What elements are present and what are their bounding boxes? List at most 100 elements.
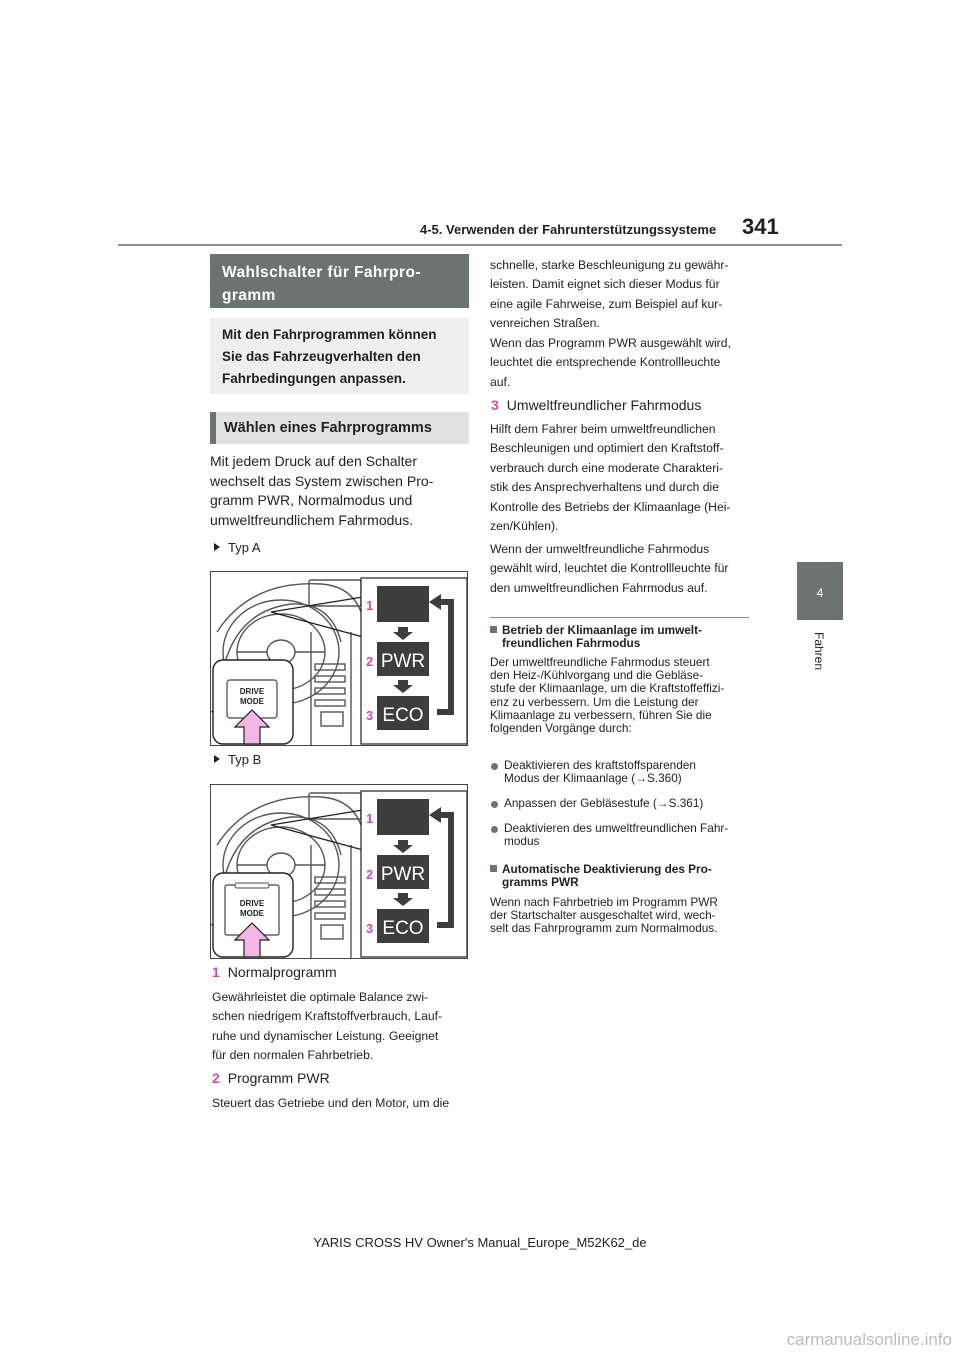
switch-label-drive: DRIVE [240, 687, 265, 696]
body-line: Der umweltfreundliche Fahrmodus steuert [490, 655, 710, 669]
section-title-line2: gramm [222, 287, 276, 304]
switch-label-mode: MODE [240, 909, 265, 918]
switch-label-mode: MODE [240, 697, 265, 706]
bullet-dot-icon [491, 826, 498, 833]
item-2-body-right: schnelle, starke Beschleunigung zu gewäh… [490, 256, 728, 334]
callout-1: 1 [366, 811, 373, 826]
body-line: gewählt wird, leuchtet die Kontrollleuch… [490, 561, 729, 576]
intro-line: Fahrbedingungen anpassen. [222, 371, 406, 386]
body-line: Hilft dem Fahrer beim umweltfreundlichen [490, 422, 716, 436]
body-line: Beschleunigen und optimiert den Kraftsto… [490, 441, 724, 456]
body-line: verbrauch durch eine moderate Charakteri… [490, 460, 724, 475]
bullet-dot-icon [491, 801, 498, 808]
body-line: enz zu verbessern. Um die Leistung der [490, 694, 699, 709]
dashboard-illustration-a: DRIVE MODE 1 2 PWR 3 ECO [211, 577, 467, 745]
item-title: Normalprogramm [227, 964, 337, 980]
item-3-note: Wenn der umweltfreundliche Fahrmodus gew… [490, 540, 728, 598]
down-arrow-icon [393, 893, 413, 906]
body-line: leuchtet die entsprechende Kontrollleuch… [490, 355, 721, 370]
item-title: Umweltfreundlicher Fahrmodus [506, 397, 702, 413]
item-3-body: Hilft dem Fahrer beim umweltfreundlichen… [490, 420, 730, 536]
body-line: selt das Fahrprogramm zum Normalmodus. [490, 921, 718, 936]
callout-2: 2 [366, 654, 373, 669]
press-arrow-icon [233, 922, 271, 958]
cycle-bracket [437, 812, 454, 928]
body-line: ruhe und dynamischer Leistung. Geeignet [212, 1028, 439, 1043]
section-title-line1: Wahlschalter für Fahrpro- [222, 264, 421, 281]
item-number: 1 [212, 964, 220, 980]
normal-indicator [377, 586, 429, 622]
chapter-name: Fahren [812, 632, 826, 671]
body-line: schen niedrigem Kraftstoffverbrauch, Lau… [212, 1009, 443, 1024]
press-arrow-icon [233, 709, 271, 745]
note-title: Betrieb der Klimaanlage im umwelt- [502, 623, 702, 637]
note-2-heading: Automatische Deaktivierung des Pro- gram… [490, 862, 712, 890]
body-line: den umweltfreundlichen Fahrmodus auf. [490, 580, 708, 595]
manual-footer: YARIS CROSS HV Owner's Manual_Europe_M52… [313, 1235, 647, 1250]
type-label-text: Typ B [228, 752, 262, 767]
intro-line: Sie das Fahrzeugverhalten den [222, 349, 421, 364]
bullet-item: Deaktivieren des kraftstoffsparenden Mod… [504, 758, 696, 786]
pwr-text: PWR [381, 651, 425, 672]
body-line: Kontrolle des Betriebs der Klimaanlage (… [490, 499, 731, 514]
type-a-label: Typ A [214, 540, 261, 555]
eco-text: ECO [382, 705, 423, 726]
triangle-bullet-icon [214, 543, 220, 551]
item-number: 3 [491, 397, 499, 413]
item-2-note: Wenn das Programm PWR ausgewählt wird, l… [490, 334, 731, 392]
body-line: schnelle, starke Beschleunigung zu gewäh… [490, 258, 729, 272]
square-bullet-icon [490, 865, 497, 872]
body-line: für den normalen Fahrbetrieb. [212, 1048, 374, 1063]
body-line: venreichen Straßen. [490, 316, 600, 331]
chapter-name-wrap: Fahren [812, 632, 864, 670]
callout-2: 2 [366, 867, 373, 882]
bullet-item: Deaktivieren des umweltfreundlichen Fahr… [504, 821, 729, 848]
square-bullet-icon [490, 626, 497, 633]
body-line: eine agile Fahrweise, zum Beispiel auf k… [490, 296, 723, 311]
note-1-body: Der umweltfreundliche Fahrmodus steuert … [490, 655, 724, 735]
intro-line: Mit den Fahrprogrammen können [222, 327, 437, 342]
item-3-heading: 3 Umweltfreundlicher Fahrmodus [491, 397, 701, 413]
chapter-number: 4 [816, 586, 824, 600]
down-arrow-icon [393, 840, 413, 853]
body-line: Deaktivieren des kraftstoffsparenden [504, 758, 696, 772]
callout-1: 1 [366, 598, 373, 613]
pwr-indicator [377, 642, 429, 676]
item-2-body-left: Steuert das Getriebe und den Motor, um d… [212, 1094, 449, 1113]
divider [490, 617, 749, 618]
note-title: gramms PWR [502, 875, 579, 890]
item-title: Programm PWR [227, 1070, 330, 1086]
body-line: Deaktivieren des umweltfreundlichen Fahr… [504, 821, 729, 835]
down-arrow-icon [393, 680, 413, 693]
body-line: umweltfreundlichem Fahrmodus. [210, 511, 414, 528]
figure-type-b: DRIVE MODE 1 2 PWR 3 ECO [210, 784, 468, 959]
figure-type-a: DRIVE MODE 1 2 PWR 3 ECO [210, 571, 468, 746]
cycle-bracket [437, 599, 454, 715]
type-b-label: Typ B [214, 752, 261, 767]
watermark-link[interactable]: carmanualsonline.info [786, 1330, 952, 1349]
subsection-title: Wählen eines Fahrprogramms [210, 412, 469, 444]
eco-indicator [377, 909, 429, 943]
body-line: zen/Kühlen). [490, 519, 559, 534]
triangle-bullet-icon [214, 755, 220, 763]
body-line: leisten. Damit eignet sich dieser Modus … [490, 277, 720, 292]
switch-label-drive: DRIVE [240, 899, 265, 908]
page-number: 341 [742, 214, 779, 239]
body-line: Wenn nach Fahrbetrieb im Programm PWR [490, 895, 718, 909]
pwr-indicator [377, 855, 429, 889]
note-2-body: Wenn nach Fahrbetrieb im Programm PWR de… [490, 895, 718, 936]
body-line: wechselt das System zwischen Pro- [210, 472, 434, 489]
body-line: auf. [490, 374, 511, 389]
eco-indicator [377, 696, 429, 730]
running-header: 4-5. Verwenden der Fahrunterstützungssys… [420, 222, 717, 237]
body-line: der Startschalter ausgeschaltet wird, we… [490, 908, 716, 923]
item-1-heading: 1 Normalprogramm [212, 964, 337, 980]
normal-indicator [377, 799, 429, 835]
body-line: Modus der Klimaanlage (→S.360) [504, 771, 682, 786]
chapter-tab[interactable]: 4 [797, 562, 843, 620]
note-1-heading: Betrieb der Klimaanlage im umwelt- freun… [490, 623, 702, 650]
body-line: stik des Ansprechverhaltens und durch di… [490, 480, 719, 495]
body-line: Gewährleistet die optimale Balance zwi- [212, 990, 429, 1004]
subsection-title-text: Wählen eines Fahrprogramms [224, 420, 432, 436]
